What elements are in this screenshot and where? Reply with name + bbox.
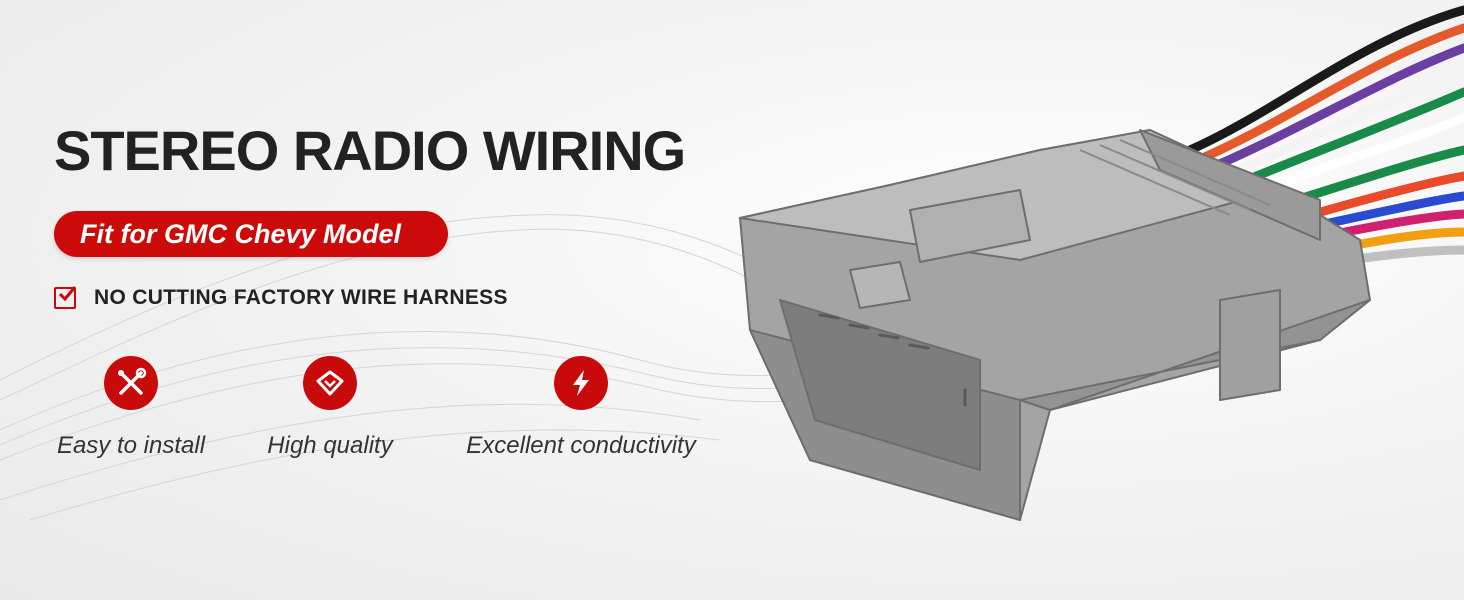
model-fit-label: Fit for GMC Chevy Model [80, 219, 402, 249]
badge-label: Excellent conductivity [466, 432, 696, 459]
badge-high-quality: High quality [262, 356, 398, 460]
diamond-icon [303, 356, 357, 410]
badge-conductivity: Excellent conductivity [456, 356, 706, 460]
model-fit-badge: Fit for GMC Chevy Model [54, 211, 448, 257]
badge-label: Easy to install [56, 432, 206, 459]
page-title: STEREO RADIO WIRING [54, 119, 686, 182]
feature-label: NO CUTTING FACTORY WIRE HARNESS [94, 286, 508, 309]
badge-label: High quality [267, 432, 393, 459]
lightning-icon [554, 356, 608, 410]
wire-harness-connector-image [739, 5, 1464, 521]
checkbox-icon [54, 286, 77, 309]
tools-icon [104, 356, 158, 410]
badge-easy-install: Easy to install [54, 356, 208, 460]
feature-item: NO CUTTING FACTORY WIRE HARNESS [54, 286, 508, 310]
